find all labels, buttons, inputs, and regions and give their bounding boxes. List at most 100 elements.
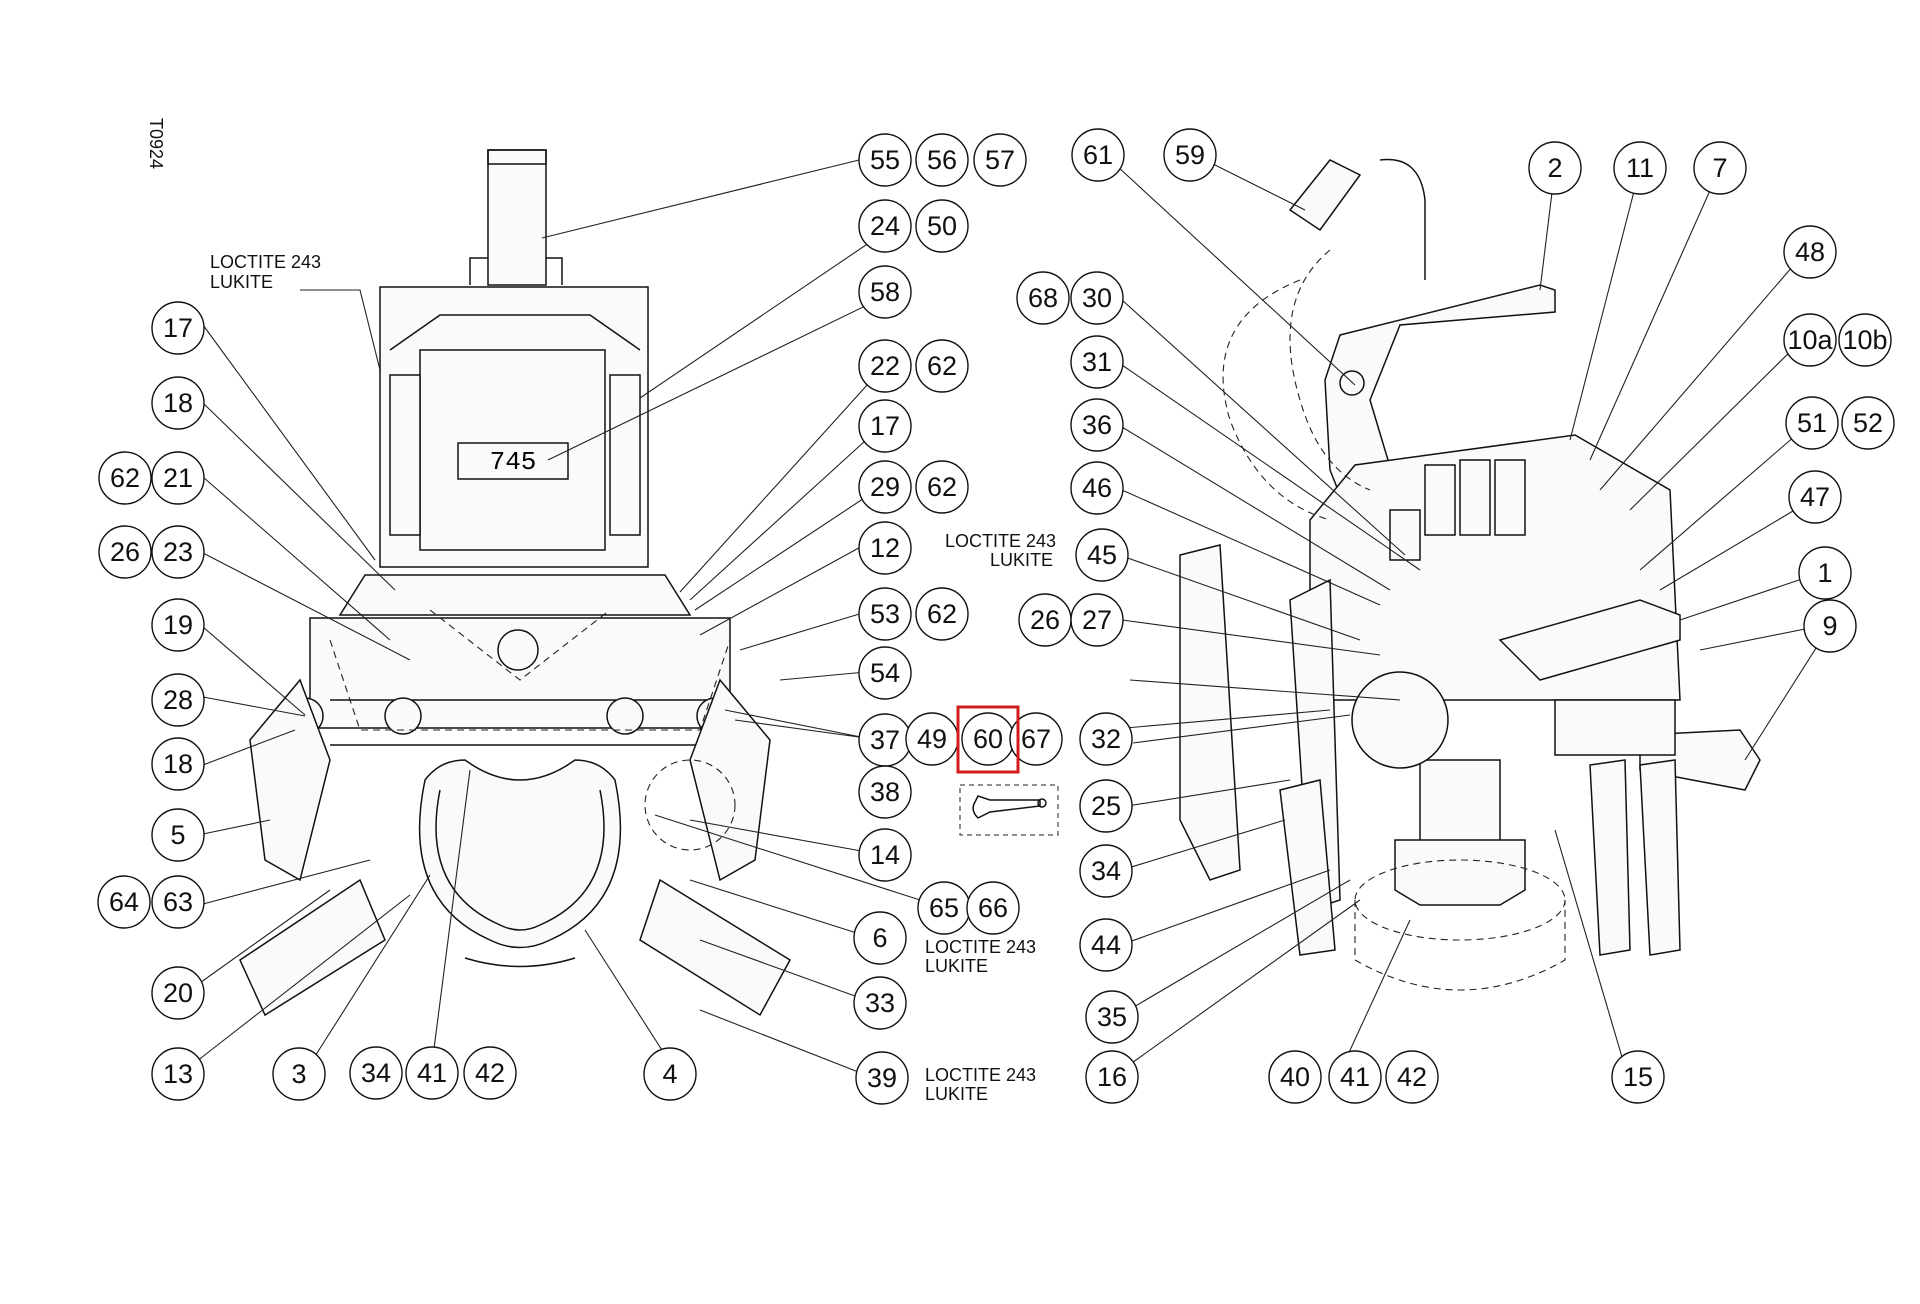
callout-1[interactable]: 1	[1798, 546, 1852, 600]
callout-45[interactable]: 45	[1075, 528, 1129, 582]
svg-text:18: 18	[163, 749, 193, 779]
drawing-id: T0924	[146, 118, 166, 169]
callout-26[interactable]: 26	[1018, 593, 1072, 647]
svg-text:17: 17	[163, 313, 193, 343]
callout-62[interactable]: 62	[98, 451, 152, 505]
svg-text:68: 68	[1028, 283, 1058, 313]
callout-67[interactable]: 67	[1009, 712, 1063, 766]
callout-47[interactable]: 47	[1788, 470, 1842, 524]
callout-62[interactable]: 62	[915, 460, 969, 514]
callout-62[interactable]: 62	[915, 339, 969, 393]
callout-15[interactable]: 15	[1611, 1050, 1665, 1104]
callout-18[interactable]: 18	[151, 376, 205, 430]
callout-44[interactable]: 44	[1079, 918, 1133, 972]
svg-text:56: 56	[927, 145, 957, 175]
callout-22[interactable]: 22	[858, 339, 912, 393]
svg-text:2: 2	[1547, 153, 1562, 183]
callout-62[interactable]: 62	[915, 587, 969, 641]
callout-66[interactable]: 66	[966, 881, 1020, 935]
svg-text:33: 33	[865, 988, 895, 1018]
callout-39[interactable]: 39	[855, 1051, 909, 1105]
callout-55[interactable]: 55	[858, 133, 912, 187]
callout-7[interactable]: 7	[1693, 141, 1747, 195]
callout-32[interactable]: 32	[1079, 712, 1133, 766]
callout-57[interactable]: 57	[973, 133, 1027, 187]
callout-26[interactable]: 26	[98, 525, 152, 579]
callout-12[interactable]: 12	[858, 521, 912, 575]
callout-42[interactable]: 42	[1385, 1050, 1439, 1104]
callout-24[interactable]: 24	[858, 199, 912, 253]
callout-11[interactable]: 11	[1613, 141, 1667, 195]
callout-49[interactable]: 49	[905, 712, 959, 766]
callout-21[interactable]: 21	[151, 451, 205, 505]
note-left-top: LOCTITE 243 LUKITE	[210, 252, 321, 292]
callout-38[interactable]: 38	[858, 765, 912, 819]
callout-20[interactable]: 20	[151, 966, 205, 1020]
callout-34[interactable]: 34	[349, 1046, 403, 1100]
callout-18[interactable]: 18	[151, 737, 205, 791]
note-bottom-b: LOCTITE 243 LUKITE	[925, 1065, 1036, 1104]
callout-6[interactable]: 6	[853, 911, 907, 965]
callout-51[interactable]: 51	[1785, 396, 1839, 450]
callout-16[interactable]: 16	[1085, 1050, 1139, 1104]
note-line: LOCTITE 243	[210, 252, 321, 272]
svg-text:21: 21	[163, 463, 193, 493]
callout-58[interactable]: 58	[858, 265, 912, 319]
svg-text:16: 16	[1097, 1062, 1127, 1092]
callout-14[interactable]: 14	[858, 828, 912, 882]
callout-33[interactable]: 33	[853, 976, 907, 1030]
svg-text:54: 54	[870, 658, 900, 688]
callout-10a[interactable]: 10a	[1783, 313, 1837, 367]
callout-54[interactable]: 54	[858, 646, 912, 700]
callout-13[interactable]: 13	[151, 1047, 205, 1101]
callout-46[interactable]: 46	[1070, 461, 1124, 515]
callout-61[interactable]: 61	[1071, 128, 1125, 182]
callout-3[interactable]: 3	[272, 1047, 326, 1101]
callout-68[interactable]: 68	[1016, 271, 1070, 325]
callout-48[interactable]: 48	[1783, 225, 1837, 279]
callout-29[interactable]: 29	[858, 460, 912, 514]
callout-36[interactable]: 36	[1070, 398, 1124, 452]
callout-64[interactable]: 64	[97, 875, 151, 929]
svg-text:37: 37	[870, 725, 900, 755]
callout-37[interactable]: 37	[858, 713, 912, 767]
callout-65[interactable]: 65	[917, 881, 971, 935]
svg-text:61: 61	[1083, 140, 1113, 170]
callout-35[interactable]: 35	[1085, 990, 1139, 1044]
callout-59[interactable]: 59	[1163, 128, 1217, 182]
callout-50[interactable]: 50	[915, 199, 969, 253]
callout-2[interactable]: 2	[1528, 141, 1582, 195]
callout-5[interactable]: 5	[151, 808, 205, 862]
callout-9[interactable]: 9	[1803, 599, 1857, 653]
svg-text:40: 40	[1280, 1062, 1310, 1092]
callout-41[interactable]: 41	[1328, 1050, 1382, 1104]
callout-41[interactable]: 41	[405, 1046, 459, 1100]
callout-31[interactable]: 31	[1070, 335, 1124, 389]
svg-text:63: 63	[163, 887, 193, 917]
callout-25[interactable]: 25	[1079, 779, 1133, 833]
svg-text:34: 34	[1091, 856, 1121, 886]
callout-30[interactable]: 30	[1070, 271, 1124, 325]
callout-17[interactable]: 17	[858, 399, 912, 453]
callout-19[interactable]: 19	[151, 598, 205, 652]
note-line: LOCTITE 243	[925, 937, 1036, 957]
callout-10b[interactable]: 10b	[1838, 313, 1892, 367]
callout-56[interactable]: 56	[915, 133, 969, 187]
callout-40[interactable]: 40	[1268, 1050, 1322, 1104]
callout-63[interactable]: 63	[151, 875, 205, 929]
callout-27[interactable]: 27	[1070, 593, 1124, 647]
callout-52[interactable]: 52	[1841, 396, 1895, 450]
callout-4[interactable]: 4	[643, 1047, 697, 1101]
svg-text:10a: 10a	[1787, 325, 1833, 355]
svg-text:65: 65	[929, 893, 959, 923]
callout-53[interactable]: 53	[858, 587, 912, 641]
callout-23[interactable]: 23	[151, 525, 205, 579]
svg-text:39: 39	[867, 1063, 897, 1093]
svg-text:3: 3	[291, 1059, 306, 1089]
callout-42[interactable]: 42	[463, 1046, 517, 1100]
callout-34[interactable]: 34	[1079, 844, 1133, 898]
callout-17[interactable]: 17	[151, 301, 205, 355]
callout-28[interactable]: 28	[151, 673, 205, 727]
callout-60[interactable]: 60	[961, 712, 1015, 766]
